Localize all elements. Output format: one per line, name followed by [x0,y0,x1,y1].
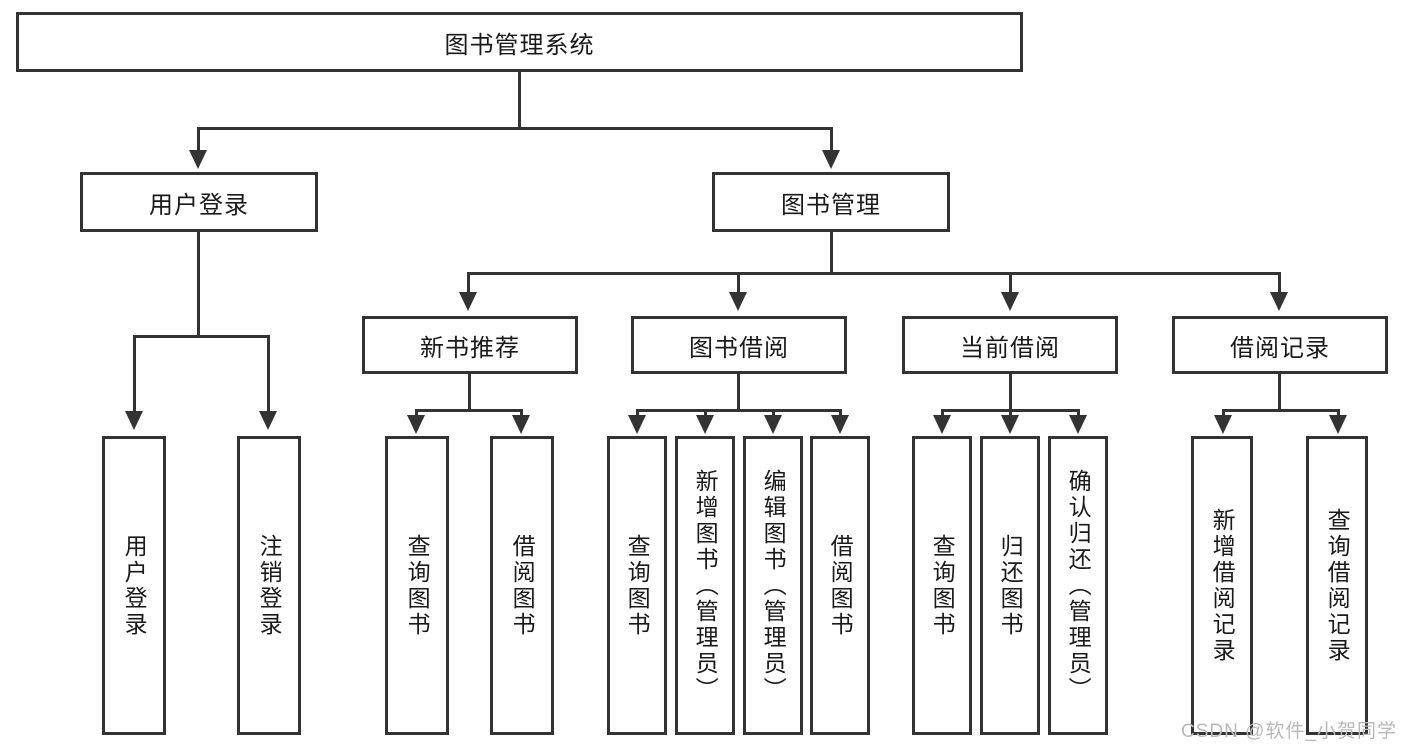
node-label: 当前借阅 [960,334,1060,362]
node-label: 借阅记录 [1230,334,1330,362]
leaf-current-borrow-0[interactable]: 查询图书 [912,436,972,735]
node-label: 查询图书 [404,533,431,638]
node-label: 借阅图书 [827,533,854,638]
arrowhead-new-book-leaf-1 [512,415,530,434]
leaf-book-borrow-2[interactable]: 编辑图书（管理员） [743,436,803,735]
node-label: 注销登录 [256,533,283,638]
arrowhead-root-to-user-login [189,150,207,169]
node-label: 编辑图书（管理员） [760,468,787,703]
connector-user-login-bus [133,335,270,338]
connector-book-manage-to-book-borrow [737,272,740,294]
connector-borrow-record-bus [1222,409,1340,412]
connector-book-manage-stem [830,232,833,273]
arrowhead-book-borrow-leaf-3 [831,415,849,434]
connector-root-to-book-manage [830,127,833,152]
arrowhead-new-book [459,292,477,311]
connector-book-borrow-to-leaf-3 [839,409,842,417]
node-borrow-record[interactable]: 借阅记录 [1172,316,1388,374]
node-label: 归还图书 [997,533,1024,638]
arrowhead-book-borrow [729,292,747,311]
arrowhead-current-borrow-leaf-2 [1069,415,1087,434]
leaf-new-book-1[interactable]: 借阅图书 [490,436,554,735]
connector-borrow-record-to-leaf-1 [1337,409,1340,417]
node-label: 用户登录 [121,533,148,638]
arrowhead-current-borrow-leaf-0 [933,415,951,434]
connector-book-borrow-to-leaf-1 [704,409,707,417]
arrowhead-new-book-leaf-0 [407,415,425,434]
node-user-login[interactable]: 用户登录 [80,172,318,232]
connector-new-book-stem [468,374,471,412]
connector-book-borrow-stem [737,374,740,412]
connector-new-book-bus [415,409,523,412]
connector-new-book-to-leaf-1 [520,409,523,417]
node-root-system[interactable]: 图书管理系统 [16,12,1023,72]
node-label: 图书管理 [781,191,881,219]
arrowhead-user-login-leaf-1 [259,411,277,430]
node-book-borrow[interactable]: 图书借阅 [631,316,847,374]
leaf-book-borrow-3[interactable]: 借阅图书 [810,436,870,735]
connector-book-manage-to-borrow-record [1278,272,1281,294]
connector-book-manage-bus [467,272,1281,275]
leaf-user-login-0[interactable]: 用户登录 [102,436,166,735]
arrowhead-borrow-record [1270,292,1288,311]
node-book-manage[interactable]: 图书管理 [712,172,950,232]
arrowhead-book-borrow-leaf-0 [628,415,646,434]
arrowhead-current-borrow-leaf-1 [1001,415,1019,434]
connector-book-manage-to-new-book [467,272,470,294]
connector-book-borrow-to-leaf-2 [772,409,775,417]
connector-borrow-record-to-leaf-0 [1222,409,1225,417]
connector-current-borrow-to-leaf-1 [1009,409,1012,417]
node-label: 查询图书 [929,533,956,638]
csdn-watermark: CSDN @软件_小贺同学 [1181,721,1397,742]
leaf-borrow-record-0[interactable]: 新增借阅记录 [1191,436,1253,735]
node-current-borrow[interactable]: 当前借阅 [902,316,1118,374]
arrowhead-current-borrow [1001,292,1019,311]
node-label: 用户登录 [149,191,249,219]
leaf-book-borrow-1[interactable]: 新增图书（管理员） [675,436,735,735]
arrowhead-book-borrow-leaf-1 [696,415,714,434]
arrowhead-root-to-book-manage [822,150,840,169]
connector-current-borrow-stem [1009,374,1012,412]
node-label: 图书管理系统 [444,31,595,59]
node-label: 新增借阅记录 [1209,507,1236,664]
connector-user-login-to-leaf-0 [133,335,136,413]
connector-root-stem [518,72,521,127]
connector-new-book-to-leaf-0 [415,409,418,417]
leaf-current-borrow-1[interactable]: 归还图书 [980,436,1040,735]
leaf-user-login-1[interactable]: 注销登录 [237,436,301,735]
node-label: 查询借阅记录 [1324,507,1351,664]
connector-book-manage-to-current-borrow [1009,272,1012,294]
connector-user-login-to-leaf-1 [267,335,270,413]
arrowhead-user-login-leaf-0 [125,411,143,430]
leaf-current-borrow-2[interactable]: 确认归还（管理员） [1048,436,1108,735]
node-label: 查询图书 [624,533,651,638]
node-label: 确认归还（管理员） [1065,468,1092,703]
node-new-book-recommend[interactable]: 新书推荐 [362,316,578,374]
connector-root-bus [197,127,833,130]
connector-book-borrow-to-leaf-0 [636,409,639,417]
leaf-book-borrow-0[interactable]: 查询图书 [607,436,667,735]
node-label: 图书借阅 [689,334,789,362]
connector-book-borrow-bus [636,409,842,412]
arrowhead-borrow-record-leaf-1 [1329,415,1347,434]
arrowhead-book-borrow-leaf-2 [764,415,782,434]
connector-user-login-stem [197,232,200,335]
connector-root-to-user-login [197,127,200,152]
node-label: 新增图书（管理员） [692,468,719,703]
node-label: 借阅图书 [509,533,536,638]
connector-borrow-record-stem [1278,374,1281,412]
leaf-borrow-record-1[interactable]: 查询借阅记录 [1306,436,1368,735]
leaf-new-book-0[interactable]: 查询图书 [385,436,449,735]
node-label: 新书推荐 [420,334,520,362]
connector-current-borrow-to-leaf-2 [1077,409,1080,417]
connector-current-borrow-to-leaf-0 [941,409,944,417]
arrowhead-borrow-record-leaf-0 [1214,415,1232,434]
